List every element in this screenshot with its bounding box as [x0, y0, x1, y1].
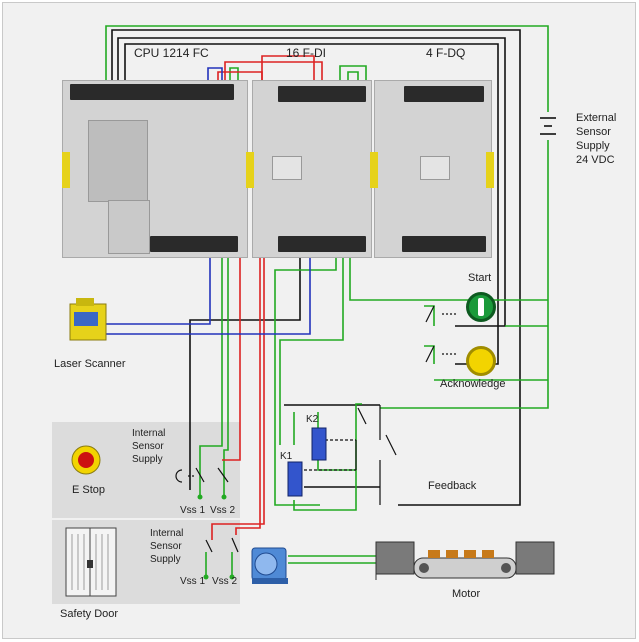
internal-supply-bottom-line3: Supply [150, 554, 181, 565]
vss1-top-label: Vss 1 [180, 505, 206, 516]
conveyor-device [375, 541, 555, 580]
internal-supply-top-line3: Supply [132, 454, 163, 465]
di-top-terminal [278, 86, 366, 102]
black-wire-start [117, 37, 506, 327]
dq-label: 4 F-DQ [426, 46, 466, 60]
cpu-slot [108, 200, 150, 254]
vss1-top-dot [197, 494, 203, 500]
cpu-display-area [88, 120, 148, 202]
estop-label: E Stop [72, 484, 106, 496]
supply-line1: External [576, 112, 617, 124]
relay-k1-coil [287, 461, 303, 497]
supply-line4: 24 VDC [576, 154, 615, 166]
vss2-bottom-label: Vss 2 [212, 576, 238, 587]
button-contacts [425, 305, 456, 363]
cpu-label: CPU 1214 FC [134, 46, 209, 60]
cpu-bottom-terminal [150, 236, 238, 252]
battery-symbol [540, 117, 556, 135]
internal-supply-top-line1: Internal [132, 428, 166, 439]
start-button-inner [478, 298, 484, 316]
start-label: Start [468, 272, 492, 284]
dq-bottom-terminal [402, 236, 486, 252]
vss2-bottom-dot [229, 574, 235, 580]
internal-supply-bottom-line1: Internal [150, 528, 184, 539]
motor-label: Motor [452, 588, 481, 600]
feedback-contacts [304, 405, 397, 505]
yellow-strip-4 [486, 152, 494, 188]
yellow-strip-3 [370, 152, 378, 188]
door-contact [205, 537, 239, 553]
estop-device [71, 445, 101, 475]
supply-line3: Supply [576, 140, 610, 152]
acknowledge-button [466, 346, 496, 376]
safety-door-device [65, 527, 117, 597]
safety-door-label: Safety Door [60, 608, 119, 620]
dq-top-terminal [404, 86, 484, 102]
internal-supply-top-line2: Sensor [132, 441, 164, 452]
green-wires [105, 25, 549, 575]
yellow-strip-2 [246, 152, 254, 188]
vss1-bottom-dot [203, 574, 209, 580]
vss2-top-dot [221, 494, 227, 500]
internal-supply-bottom-line2: Sensor [150, 541, 182, 552]
di-label: 16 F-DI [286, 46, 327, 60]
feedback-label: Feedback [428, 480, 477, 492]
relay-k2-coil [311, 427, 327, 461]
k1-label: K1 [280, 451, 293, 462]
laser-scanner-device [69, 298, 107, 341]
di-status-window [272, 156, 302, 180]
dq-status-window [420, 156, 450, 180]
cpu-top-terminal [70, 84, 234, 100]
vss2-top-label: Vss 2 [210, 505, 236, 516]
supply-line2: Sensor [576, 126, 611, 138]
yellow-strip-1 [62, 152, 70, 188]
laser-scanner-label: Laser Scanner [54, 358, 126, 370]
estop-contact [175, 467, 229, 483]
red-wires [211, 55, 323, 540]
k2-label: K2 [306, 414, 319, 425]
vss1-bottom-label: Vss 1 [180, 576, 206, 587]
di-bottom-terminal [278, 236, 366, 252]
acknowledge-label: Acknowledge [440, 378, 506, 390]
blue-wires [100, 67, 311, 335]
motor-device [251, 547, 288, 584]
